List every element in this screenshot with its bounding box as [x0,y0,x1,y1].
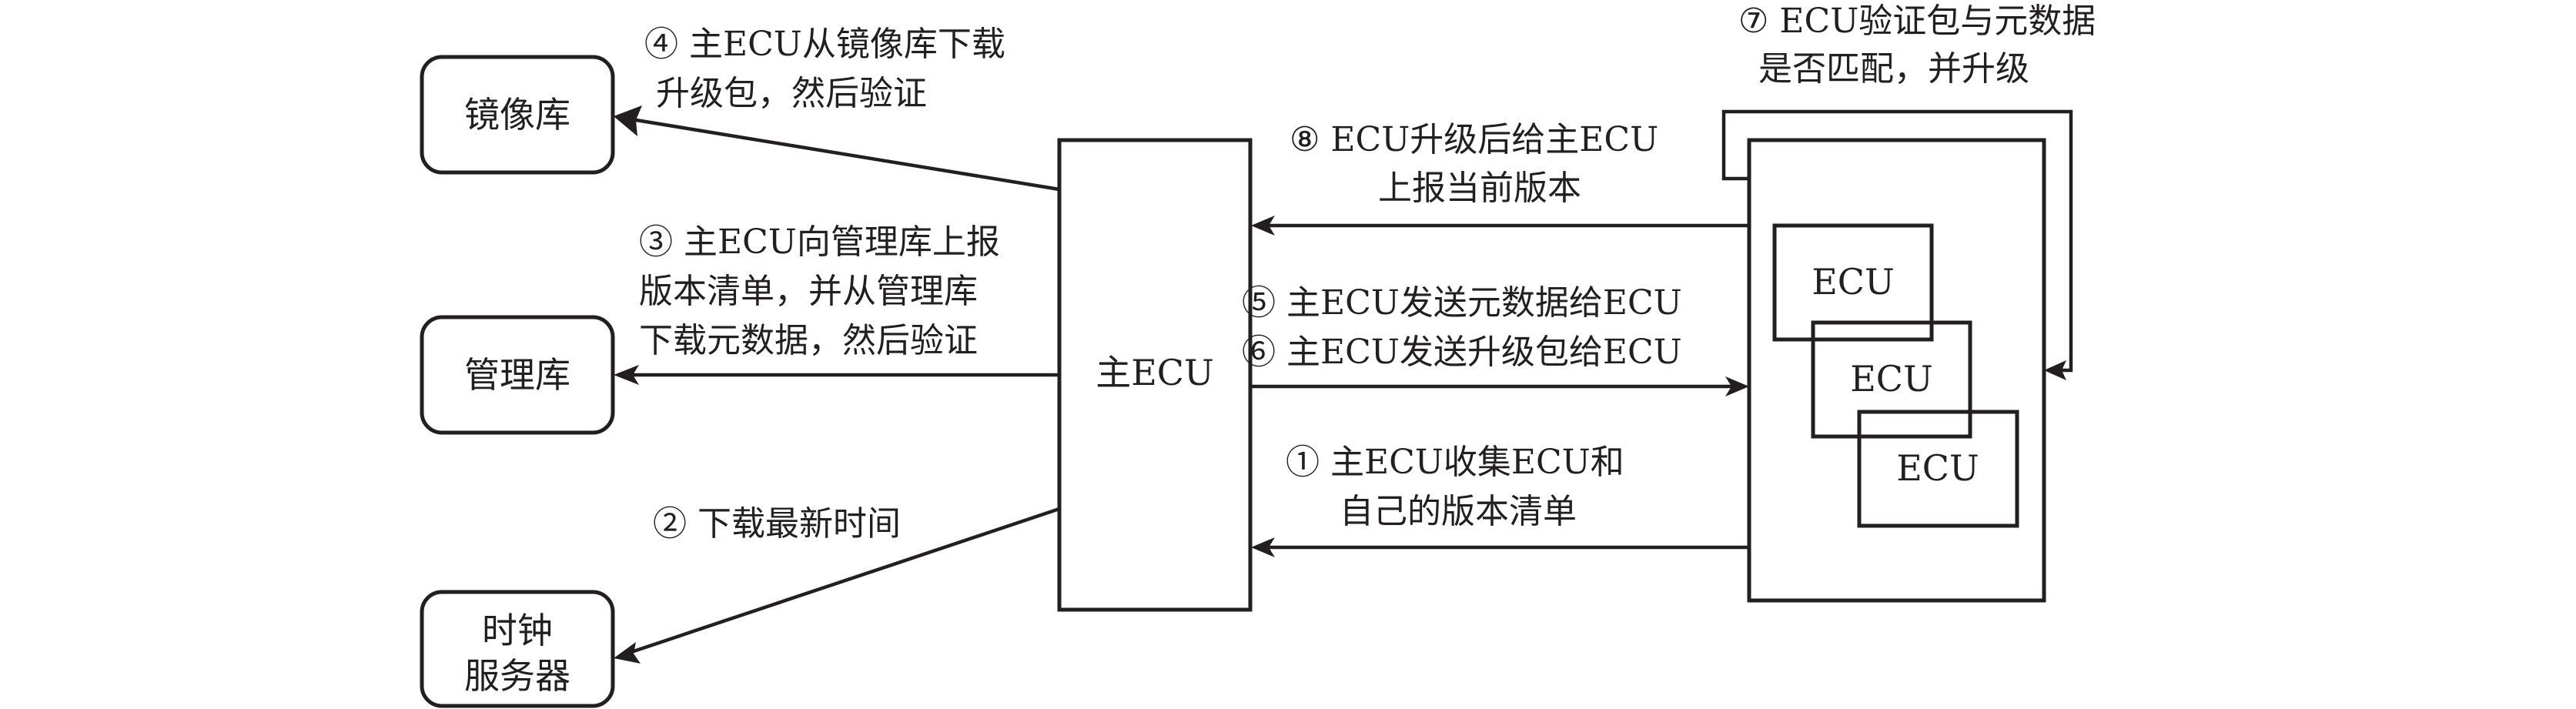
primary-ecu-node: 主ECU [1057,138,1253,612]
time-server-node: 时钟 服务器 [420,590,615,708]
time-server-box [420,590,615,708]
ecu-label-2: ECU [1850,358,1933,400]
edge-step-4: ④ 主ECU从镜像库下载 升级包，然后验证 [614,25,1060,192]
edge-step-8: ⑧ ECU升级后给主ECU 上报当前版本 [1251,120,1749,236]
edge-step-3-label-line-2: 版本清单，并从管理库 [639,272,978,311]
edge-step-3-label-line-3: 下载元数据，然后验证 [639,321,978,360]
ecu-box-3 [1857,410,2019,528]
edge-step-4-label-line-1: ④ 主ECU从镜像库下载 [644,25,1005,64]
edge-step-7-arrowhead [2044,360,2066,380]
edge-step-2-label: ② 下载最新时间 [653,504,901,543]
director-repo-node: 管理库 [420,315,615,435]
mirror-repo-node: 镜像库 [420,55,615,175]
edge-step-6-label: ⑥ 主ECU发送升级包给ECU [1242,333,1682,372]
edge-step-1-arrowhead [1251,537,1275,557]
edge-step-5-label: ⑤ 主ECU发送元数据给ECU [1242,283,1682,323]
time-server-label-line-2: 服务器 [464,655,570,697]
edge-step-1: ① 主ECU收集ECU和 自己的版本清单 [1251,443,1749,557]
edge-step-7-label-line-1: ⑦ ECU验证包与元数据 [1738,2,2096,41]
edge-step-4-arrowhead [614,105,642,136]
edge-step-1-label-line-2: 自己的版本清单 [1340,492,1577,531]
mirror-repo-label: 镜像库 [464,94,570,135]
edge-step-8-arrowhead [1251,216,1275,236]
director-repo-label: 管理库 [464,354,570,396]
director-repo-box [420,315,615,435]
edge-step-3: ③ 主ECU向管理库上报 版本清单，并从管理库 下载元数据，然后验证 [614,222,1059,385]
edge-step-5-6-arrowhead [1725,376,1749,396]
ecu-box-1 [1772,223,1934,342]
edge-step-3-label-line-1: ③ 主ECU向管理库上报 [639,222,1000,262]
edge-step-8-label-line-1: ⑧ ECU升级后给主ECU [1290,120,1658,159]
edge-step-5-6: ⑤ 主ECU发送元数据给ECU ⑥ 主ECU发送升级包给ECU [1242,283,1749,396]
edge-step-2-line [631,507,1060,654]
edge-step-7-label-line-2: 是否匹配，并升级 [1758,49,2029,89]
edge-step-3-arrowhead [614,365,639,385]
ecu-box-2 [1811,320,1972,439]
edge-step-4-label-line-2: 升级包，然后验证 [656,74,927,113]
ecu-label-1: ECU [1812,261,1895,303]
ecu-group-node: ECU ECU ECU [1747,138,2046,603]
edge-step-8-label-line-2: 上报当前版本 [1378,169,1581,208]
ecu-label-3: ECU [1896,447,1979,489]
edge-step-7-line [1721,109,2073,373]
edge-step-2-arrowhead [614,642,641,664]
mirror-repo-box [420,55,615,175]
primary-ecu-label: 主ECU [1096,352,1214,393]
edge-step-2: ② 下载最新时间 [614,504,1060,664]
edge-step-4-line [631,117,1060,192]
edge-step-1-label-line-1: ① 主ECU收集ECU和 [1286,443,1624,482]
edge-step-7: ⑦ ECU验证包与元数据 是否匹配，并升级 [1721,2,2096,380]
time-server-label-line-1: 时钟 [482,610,553,651]
